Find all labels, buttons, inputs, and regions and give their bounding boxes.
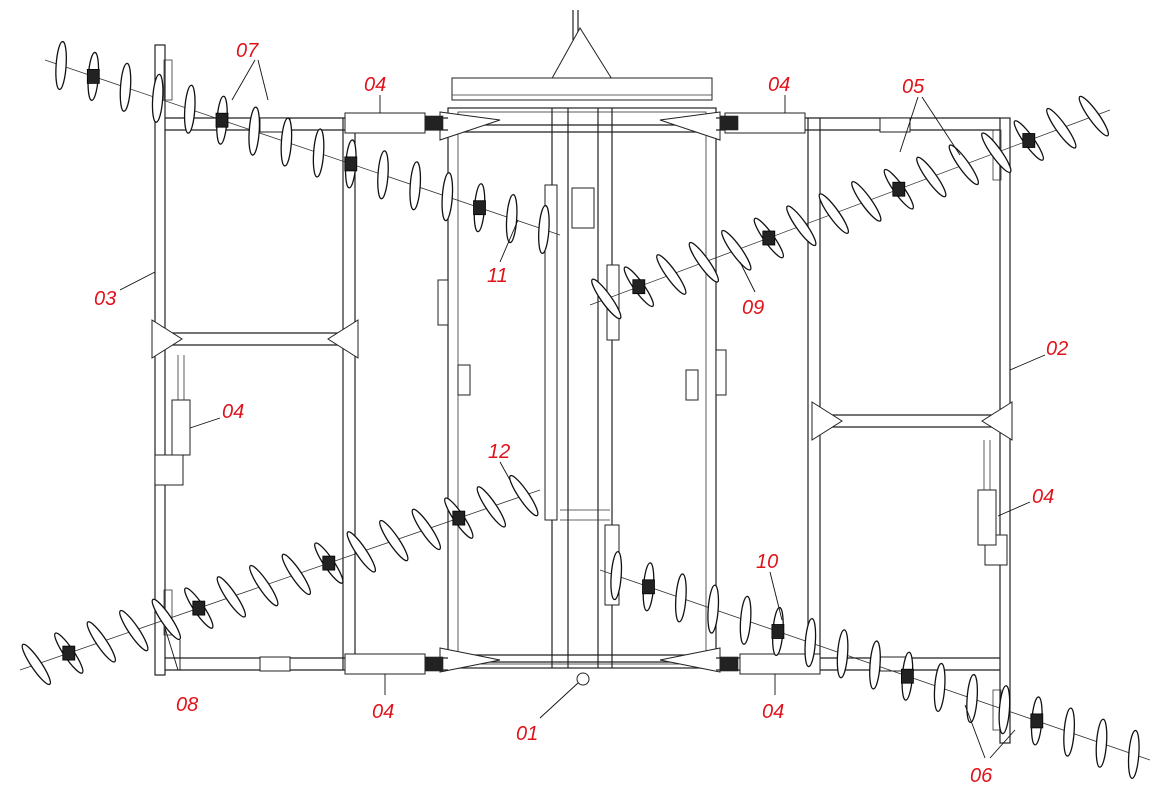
harrow-disc (1127, 729, 1140, 779)
harrow-disc (509, 474, 539, 517)
central-frame (437, 107, 727, 686)
callout-11: 11 (487, 265, 508, 287)
disc-gangs (19, 40, 1151, 779)
harrow-disc (933, 662, 946, 712)
harrow-disc (998, 685, 1011, 735)
harrow-disc (505, 194, 518, 244)
harrow-disc (151, 73, 164, 123)
harrow-disc (312, 128, 325, 178)
bearing-hub (86, 69, 100, 84)
harrow-disc (1078, 95, 1110, 137)
harrow-disc (916, 156, 947, 198)
harrow-disc (119, 609, 149, 652)
harrow-disc (739, 595, 752, 645)
callout-05: 05 (902, 76, 925, 98)
harrow-disc (280, 117, 293, 167)
bearing-hub (452, 510, 466, 526)
right-wing-frame (716, 117, 1013, 744)
bearing-hub (322, 555, 336, 571)
harrow-disc (591, 278, 622, 320)
callout-02: 02 (1046, 338, 1068, 360)
harrow-disc (966, 673, 979, 724)
gang-rear-right (599, 551, 1151, 779)
harrow-disc (379, 519, 409, 562)
harrow-disc (55, 40, 67, 91)
bearing-hub (62, 645, 76, 661)
harrow-disc (248, 106, 261, 156)
harrow-disc (1046, 107, 1077, 149)
left-wing-frame (151, 44, 448, 676)
harrow-disc (21, 643, 52, 686)
callout-01: 01 (516, 723, 538, 745)
harrow-disc (869, 640, 881, 690)
harrow-disc (409, 161, 422, 211)
harrow-disc (411, 508, 442, 551)
bearing-hub (892, 181, 906, 197)
callout-09: 09 (742, 297, 764, 319)
callout-07: 07 (236, 40, 259, 62)
bearing-hub (344, 156, 358, 172)
harrow-disc (610, 551, 623, 601)
callout-04-bottom-left: 04 (372, 701, 394, 723)
harrow-disc (721, 229, 752, 271)
bearing-hub (473, 200, 486, 216)
harrow-disc (656, 254, 687, 295)
harrow-disc (1095, 718, 1108, 768)
harrow-disc (538, 204, 550, 255)
harrow-disc (216, 576, 247, 618)
bearing-hub (901, 668, 914, 684)
harrow-disc (786, 205, 817, 247)
gang-rear-left (19, 474, 541, 686)
harrow-disc (346, 531, 377, 573)
hitch (451, 10, 713, 101)
harrow-disc (851, 181, 882, 222)
bearing-hub (771, 624, 785, 639)
callout-labels: 07 04 04 05 03 11 09 02 04 12 04 10 08 0… (94, 40, 1068, 787)
callout-03: 03 (94, 288, 116, 310)
leader-lines (119, 59, 1046, 759)
harrow-disc (1063, 707, 1076, 757)
bearing-hub (215, 112, 229, 128)
harrow-disc (707, 584, 720, 634)
hydraulic-cylinders (171, 112, 997, 675)
callout-04-top-left: 04 (364, 74, 386, 96)
harrow-disc (476, 486, 507, 528)
harrow-disc (377, 150, 389, 200)
bearing-hub (632, 279, 646, 295)
harrow-disc (688, 241, 720, 283)
harrow-disc (836, 629, 849, 679)
bearing-hub (192, 600, 206, 616)
harrow-disc (948, 144, 980, 186)
harrow-disc (441, 172, 454, 222)
harrow-disc (119, 62, 132, 112)
bearing-hub (642, 579, 655, 595)
gang-front-left (44, 40, 561, 255)
harrow-disc (981, 132, 1012, 174)
callout-04-right-cylinder: 04 (1032, 486, 1054, 508)
harrow-disc (183, 84, 196, 134)
callout-04-left-cylinder: 04 (222, 401, 244, 423)
callout-12: 12 (488, 441, 510, 463)
callout-04-bottom-right: 04 (762, 701, 784, 723)
harrow-disc (804, 618, 817, 668)
gang-front-right (589, 95, 1111, 320)
harrow-disc (281, 553, 312, 596)
harrow-disc (151, 598, 182, 641)
harrow-disc (249, 564, 279, 607)
harrow-disc (86, 621, 117, 663)
callout-10: 10 (756, 551, 778, 573)
harrow-disc (674, 573, 687, 623)
harrow-disc (818, 193, 850, 234)
bearing-hub (1030, 713, 1044, 729)
callout-04-top-right: 04 (768, 74, 790, 96)
bearing-hub (762, 230, 776, 246)
callout-06: 06 (970, 765, 993, 787)
callout-08: 08 (176, 694, 198, 716)
bearing-hub (1022, 133, 1036, 148)
